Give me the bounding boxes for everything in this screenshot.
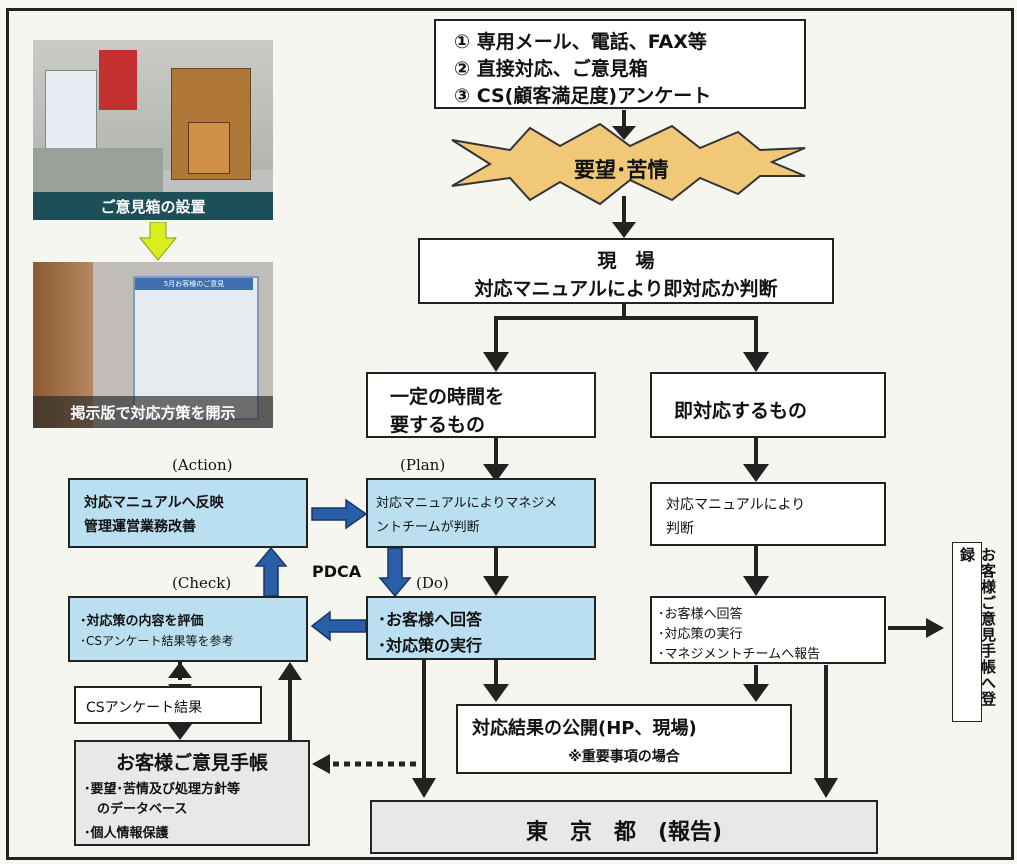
arrowhead-dotted [312,754,330,774]
tokyo-box: 東 京 都 (報告) [370,800,878,854]
publish-line2: ※重要事項の場合 [568,749,680,765]
check-label: (Check) [172,574,232,592]
channel-cs-survey: ③ CS(顧客満足度)アンケート [454,85,712,107]
photo-board [45,70,97,152]
arrowhead-burst [612,126,636,140]
right-actions-line2: ･対応策の実行 [658,627,743,642]
notebook-line1: ･要望･苦情及び処理方針等 [84,782,241,797]
arrowhead-plan [483,464,509,482]
arrowhead-genba [612,222,636,238]
action-box: 対応マニュアルへ反映 管理運営業務改善 [68,478,308,548]
check-line2: ･CSアンケート結果等を参考 [80,634,234,648]
photo-bulletin-header [135,278,253,290]
immediate-box: 即対応するもの [650,372,886,438]
check-line1: ･対応策の内容を評価 [80,614,204,629]
pdca-arrow-plan-to-do [378,547,412,598]
plan-line1: 対応マニュアルによりマネジメ [376,496,558,511]
do-box: ･お客様へ回答 ･対応策の実行 [366,596,596,660]
complaint-burst-shape [451,122,806,206]
publish-box: 対応結果の公開(HP、現場) ※重要事項の場合 [456,704,792,774]
register-vertical-box: お客様ご意見手帳へ登録 [952,542,997,722]
arrowhead-tokyo-right [814,778,838,798]
arrowhead-cs-up [168,662,192,678]
action-line2: 管理運営業務改善 [84,519,196,535]
pdca-arrow-action-to-plan [311,498,368,530]
action-line1: 対応マニュアルへ反映 [84,495,224,511]
right-manual-line2: 判断 [666,521,694,537]
plan-box: 対応マニュアルによりマネジメ ントチームが判断 [366,478,596,548]
plan-line2: ントチームが判断 [376,520,480,535]
do-line1: ･お客様へ回答 [378,610,483,629]
tokyo-label: 東 京 都 (報告) [525,820,723,845]
right-actions-box: ･お客様へ回答 ･対応策の実行 ･マネジメントチームへ報告 [650,596,886,664]
channels-box: ① 専用メール、電話、FAX等 ② 直接対応、ご意見箱 ③ CS(顧客満足度)ア… [434,19,806,109]
notebook-title: お客様ご意見手帳 [115,752,268,774]
arrow-genba-split [494,304,626,356]
channel-direct-opinion-box: ② 直接対応、ご意見箱 [454,58,648,80]
photo-caption-bar-2 [33,396,273,428]
photo-caption-bar [33,192,273,220]
arrowhead-manual [743,464,769,482]
arrowhead-actions [743,576,769,596]
arrowhead-tokyo-left [412,778,436,798]
arrowhead-check-up [278,662,302,680]
pdca-arrow-do-to-check [310,610,367,642]
arrow-genba-split-right [624,316,758,356]
photo-opinion-box: ご意見箱の設置 [33,40,273,220]
action-label: (Action) [172,456,233,474]
cs-results-label: CSアンケート結果 [86,700,203,716]
arrowhead-register [926,618,944,638]
genba-title: 現 場 [597,250,655,272]
right-actions-line1: ･お客様へ回答 [658,607,743,622]
pdca-center-label: PDCA [312,562,362,581]
check-box: ･対応策の内容を評価 ･CSアンケート結果等を参考 [68,596,308,662]
time-required-box: 一定の時間を 要するもの [366,372,596,438]
arrowhead-immediate [743,352,769,372]
arrowhead-cs-down [168,724,192,740]
photo-bulletin: 5月お客様のご意見 掲示版で対応方策を開示 [33,262,273,428]
genba-box: 現 場 対応マニュアルにより即対応か判断 [418,238,834,304]
photo-counter [33,148,163,194]
photo-caption-opinion-box: ご意見箱の設置 [100,198,206,216]
arrowhead-publish-right [743,684,769,702]
arrowhead-time [483,352,509,372]
notebook-line3: ･個人情報保護 [84,826,169,841]
immediate-label: 即対応するもの [674,400,808,422]
publish-line1: 対応結果の公開(HP、現場) [472,718,697,739]
photo-caption-bulletin: 掲示版で対応方策を開示 [70,404,236,422]
arrowhead-publish-left [483,684,509,702]
photo-opinion-box-item [188,122,230,174]
arrowhead-do [483,576,509,596]
pdca-arrow-check-to-action [254,546,288,597]
channel-email-phone-fax: ① 専用メール、電話、FAX等 [454,31,707,53]
photo-poster [99,50,137,110]
time-required-line1: 一定の時間を [390,386,505,408]
photo-poster-title: 5月お客様のご意見 [163,280,225,288]
complaint-burst-label: 要望･苦情 [574,158,669,182]
notebook-box: お客様ご意見手帳 ･要望･苦情及び処理方針等 のデータベース ･個人情報保護 [74,740,310,846]
do-label: (Do) [416,574,449,592]
right-manual-line1: 対応マニュアルにより [666,497,806,513]
genba-text: 対応マニュアルにより即対応か判断 [474,278,778,300]
time-required-line2: 要するもの [390,414,486,436]
notebook-line2: のデータベース [84,802,188,817]
do-line2: ･対応策の実行 [378,636,483,655]
right-manual-box: 対応マニュアルにより 判断 [650,482,886,546]
photo-transition-arrow [138,222,178,261]
plan-label: (Plan) [400,456,446,474]
cs-results-box: CSアンケート結果 [74,686,262,724]
right-actions-line3: ･マネジメントチームへ報告 [658,647,821,662]
register-vertical-label: お客様ご意見手帳へ登録 [958,547,997,707]
